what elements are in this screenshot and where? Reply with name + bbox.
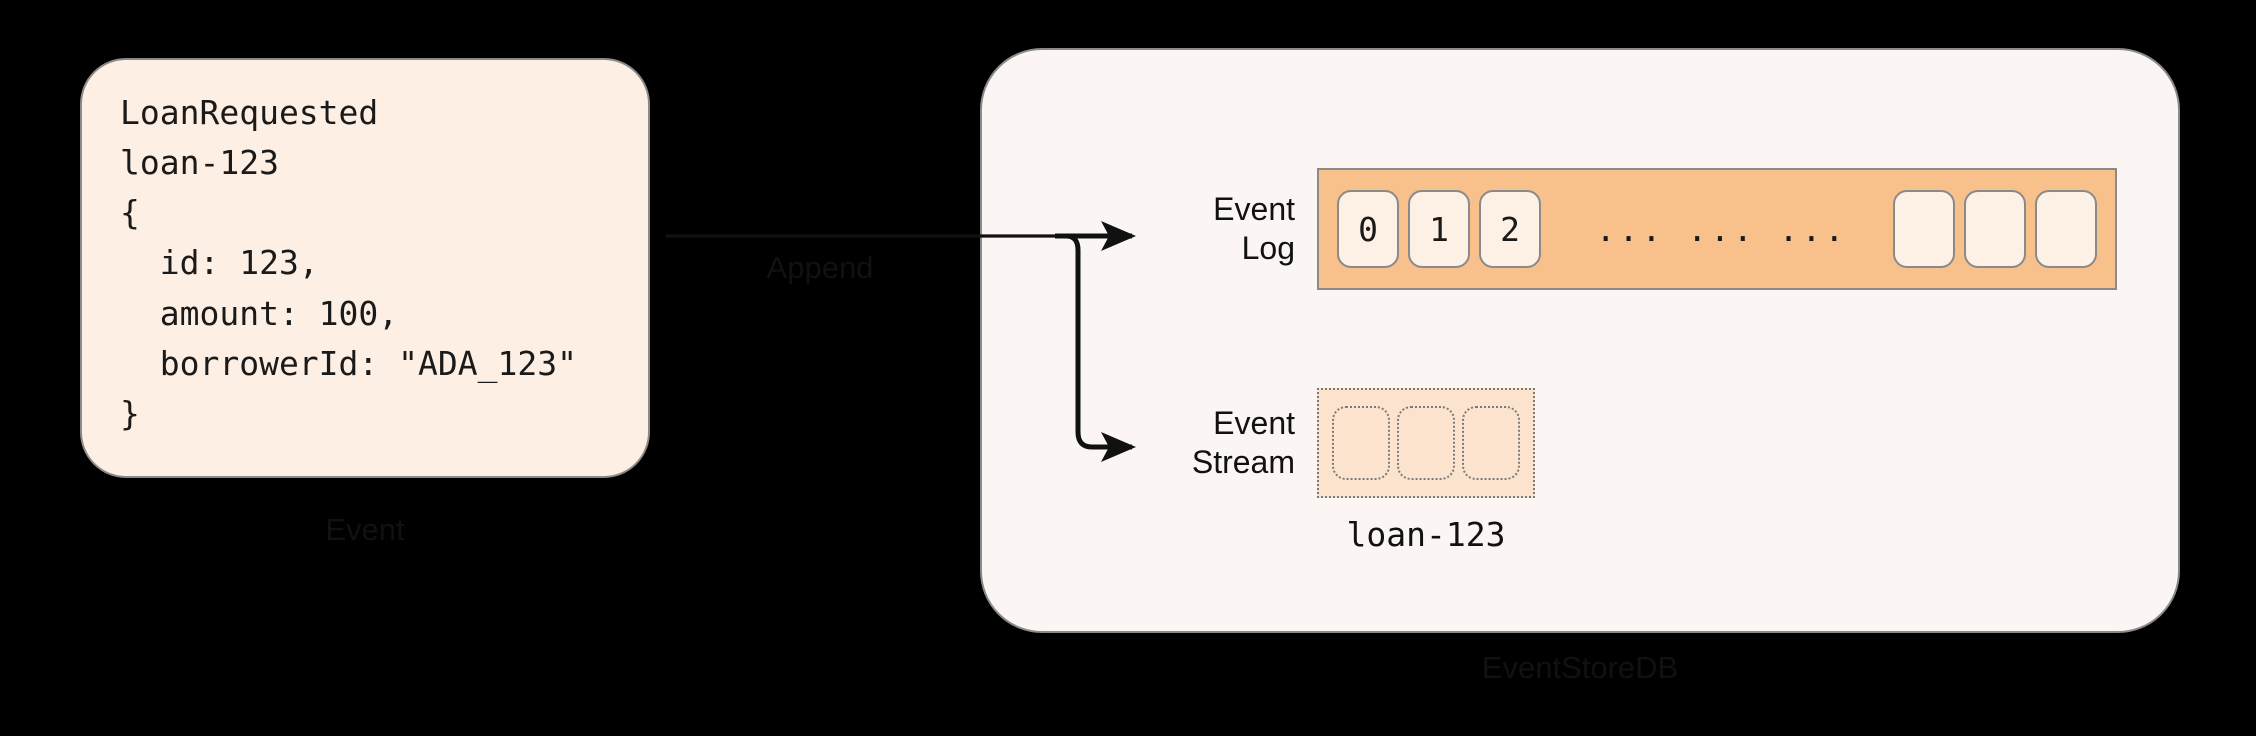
event-stream-cell-1[interactable] <box>1332 406 1390 480</box>
event-log-band: 0 1 2 ... ... ... <box>1317 168 2117 290</box>
event-card[interactable]: LoanRequested loan-123 { id: 123, amount… <box>80 58 650 478</box>
event-log-cell-2[interactable]: 2 <box>1479 190 1541 268</box>
event-stream-label: Event Stream <box>1191 404 1295 480</box>
event-card-caption: Event <box>325 512 405 547</box>
event-stream-cell-2[interactable] <box>1397 406 1455 480</box>
event-log-cell-empty-2[interactable] <box>1964 190 2026 268</box>
event-stream-band <box>1317 388 1535 498</box>
event-stream-row: Event Stream <box>1175 388 1535 498</box>
event-log-row: Event Log 0 1 2 ... ... ... <box>1175 168 2117 290</box>
event-stream-name: loan-123 <box>1346 515 1506 554</box>
event-stream-cell-3[interactable] <box>1462 406 1520 480</box>
event-log-cell-1[interactable]: 1 <box>1408 190 1470 268</box>
event-card-code: LoanRequested loan-123 { id: 123, amount… <box>120 93 577 433</box>
append-arrow-label: Append <box>766 250 874 285</box>
event-log-cell-0[interactable]: 0 <box>1337 190 1399 268</box>
event-log-label: Event Log <box>1213 190 1295 266</box>
event-log-cell-empty-3[interactable] <box>2035 190 2097 268</box>
eventstoredb-card[interactable] <box>980 48 2180 633</box>
event-log-ellipsis: ... ... ... <box>1595 209 1848 249</box>
eventstoredb-caption: EventStoreDB <box>1481 650 1679 685</box>
event-log-cell-empty-1[interactable] <box>1893 190 1955 268</box>
